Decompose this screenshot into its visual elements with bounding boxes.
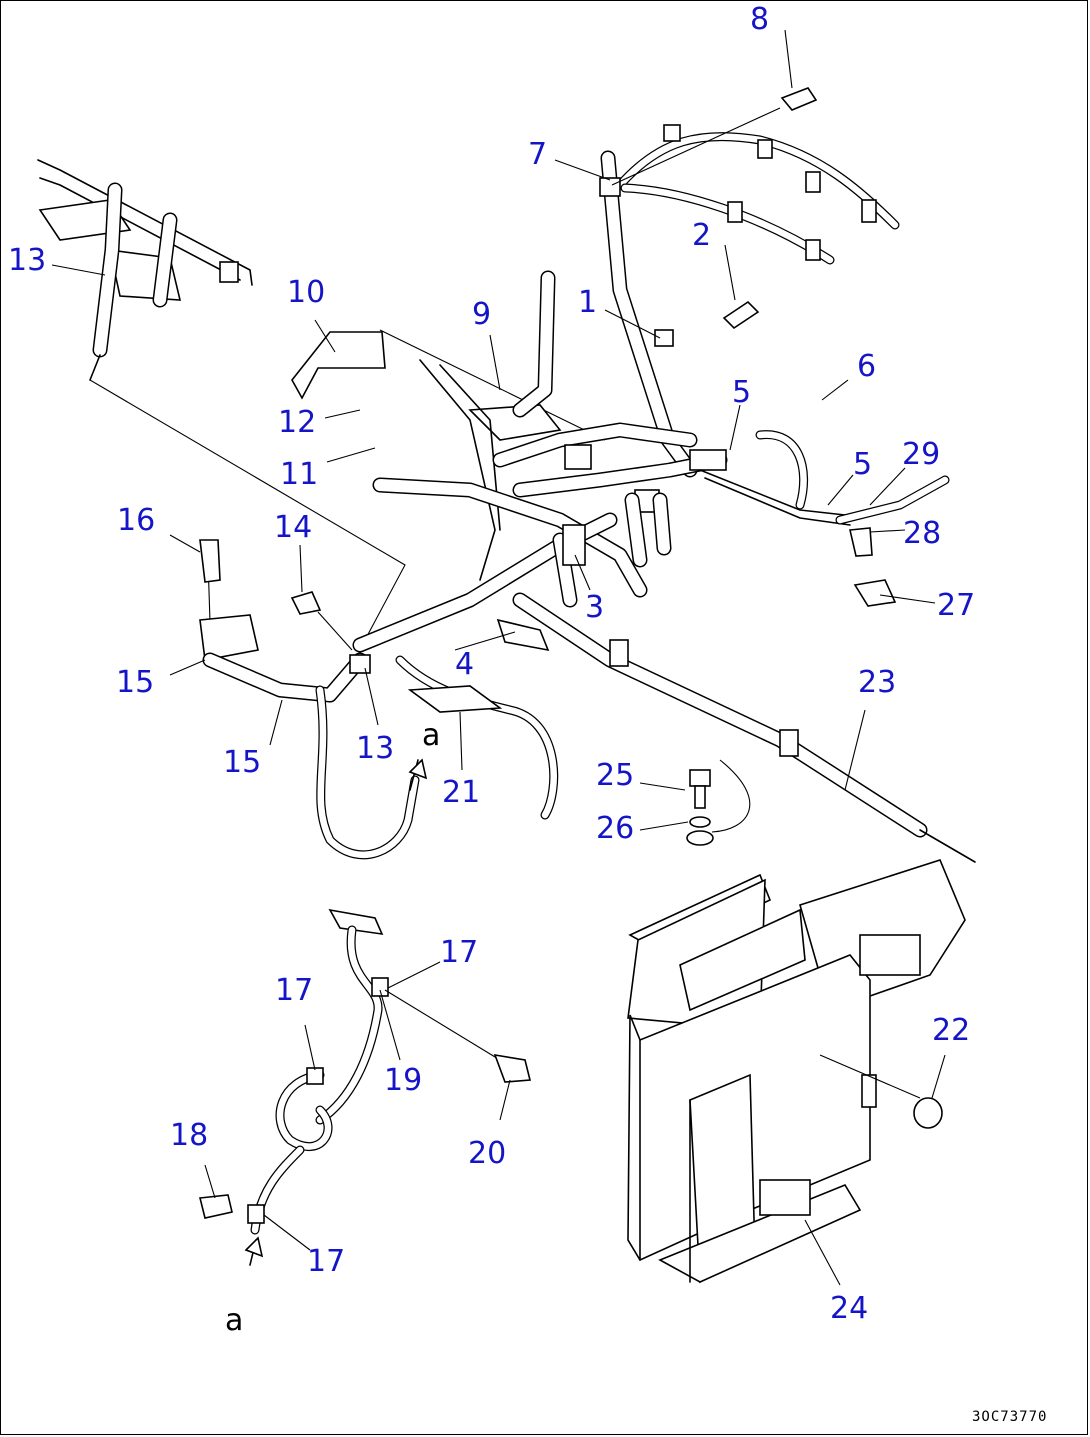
- drawing-code: 3OC73770: [972, 1409, 1047, 1425]
- callout-16: 16: [117, 503, 155, 538]
- callout-8: 8: [750, 2, 769, 37]
- callout-17-lower: 17: [307, 1244, 345, 1279]
- callout-3: 3: [585, 590, 604, 625]
- callout-25: 25: [596, 758, 634, 793]
- callout-1: 1: [578, 285, 597, 320]
- leader-lines: [51, 29, 946, 1286]
- callout-5-lower: 5: [853, 447, 872, 482]
- callout-13-lower: 13: [356, 731, 394, 766]
- callout-4: 4: [455, 647, 474, 682]
- callout-7: 7: [528, 137, 547, 172]
- callout-17-upper: 17: [440, 935, 478, 970]
- callout-15-lower: 15: [223, 745, 261, 780]
- controller-box: [627, 859, 966, 1284]
- view-ref-a-upper: a: [422, 718, 440, 753]
- callout-10: 10: [287, 275, 325, 310]
- main-harness: [89, 270, 976, 863]
- roof-harness: [599, 87, 900, 478]
- callout-19: 19: [384, 1063, 422, 1098]
- left-bracket-assembly: [37, 159, 253, 381]
- callout-28: 28: [903, 516, 941, 551]
- callout-21: 21: [442, 775, 480, 810]
- callout-24: 24: [830, 1291, 868, 1326]
- callout-26: 26: [596, 811, 634, 846]
- callout-27: 27: [937, 588, 975, 623]
- callout-22: 22: [932, 1013, 970, 1048]
- callout-9: 9: [472, 297, 491, 332]
- callout-labels: 8 7 2 1 13 10 9 6 5 12 29 11 5 28 16 14 …: [8, 2, 975, 1326]
- callout-14: 14: [274, 510, 312, 545]
- callout-23: 23: [858, 665, 896, 700]
- callout-12: 12: [278, 405, 316, 440]
- callout-15-left: 15: [116, 665, 154, 700]
- callout-6: 6: [857, 349, 876, 384]
- callout-13-top: 13: [8, 243, 46, 278]
- bolt-and-washer: [686, 769, 714, 846]
- callout-11: 11: [280, 457, 318, 492]
- callout-17-mid: 17: [275, 973, 313, 1008]
- sub-harness: [199, 908, 532, 1266]
- view-ref-a-lower: a: [225, 1303, 243, 1338]
- left-harness: [199, 539, 559, 860]
- callout-18: 18: [170, 1118, 208, 1153]
- callout-5-upper: 5: [732, 375, 751, 410]
- callout-20: 20: [468, 1136, 506, 1171]
- view-references: a a: [225, 718, 440, 1338]
- callout-2: 2: [692, 218, 711, 253]
- callout-29: 29: [902, 437, 940, 472]
